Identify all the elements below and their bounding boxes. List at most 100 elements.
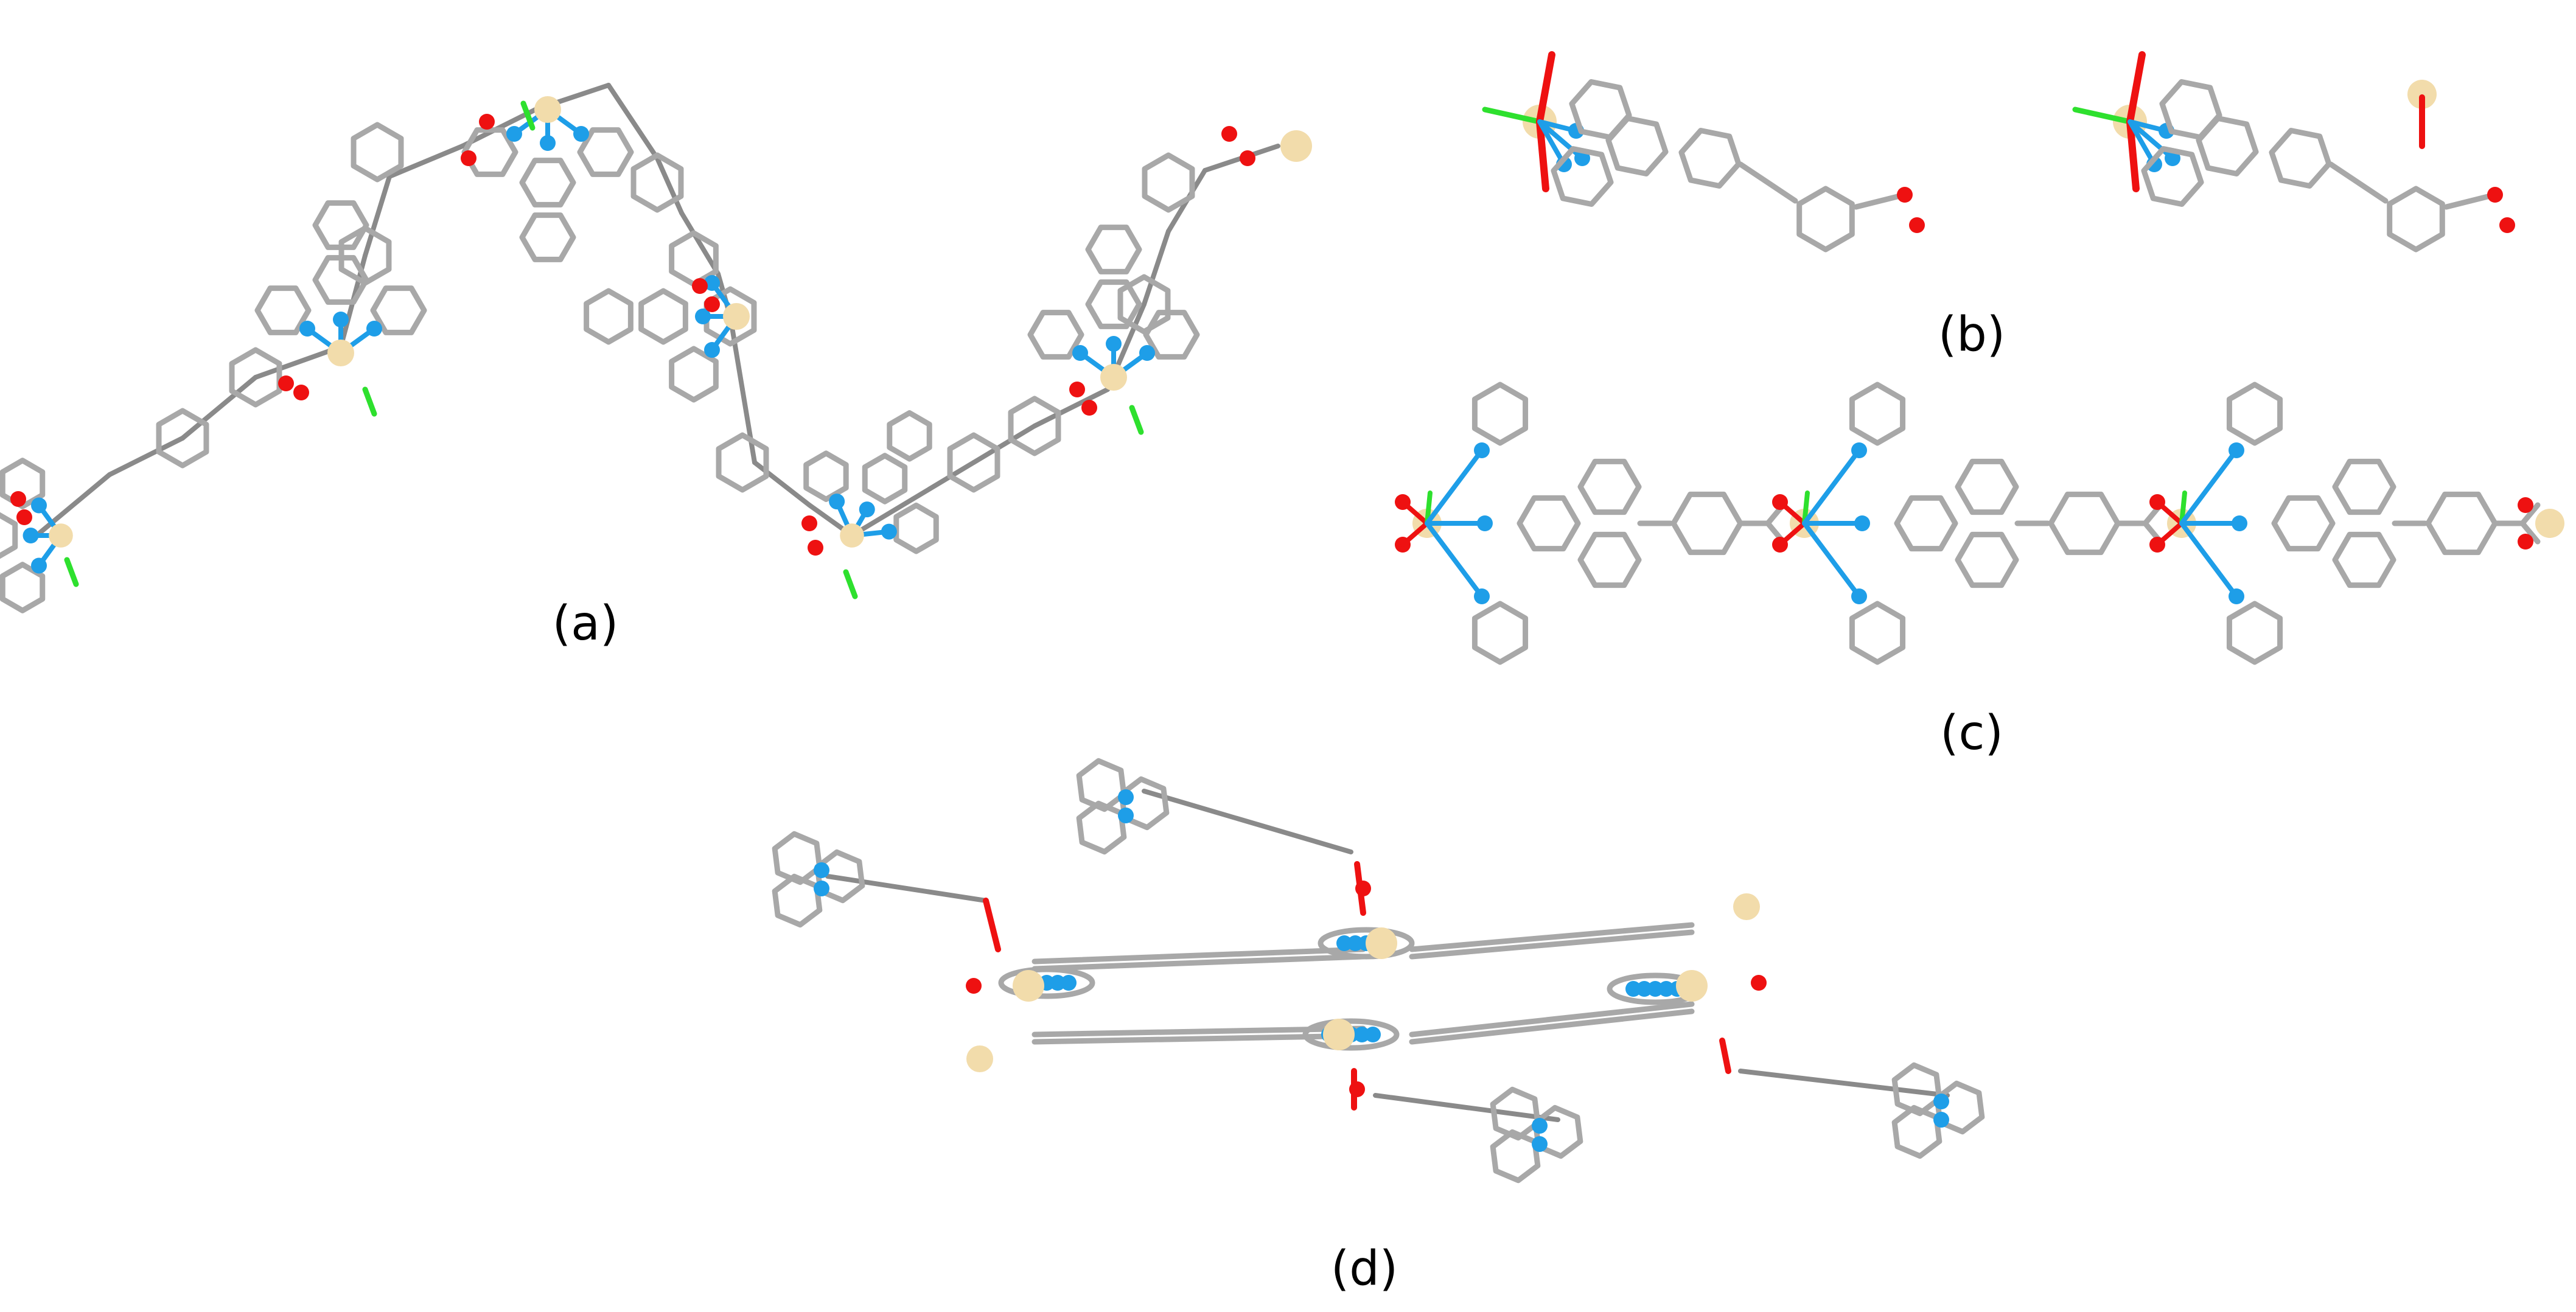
aromatic-ring <box>1490 1086 1541 1141</box>
aromatic-ring <box>351 122 404 183</box>
nitrogen-atom <box>2165 150 2180 166</box>
oxygen-atom <box>293 385 309 400</box>
oxygen-atom <box>16 509 32 525</box>
metal-atom <box>534 96 561 123</box>
metal-atom <box>840 523 864 548</box>
nitrogen-atom <box>506 126 522 142</box>
nitrogen-atom <box>1474 588 1490 604</box>
nitrogen-atom <box>1532 1118 1548 1134</box>
nitrogen-atom <box>31 497 47 514</box>
aromatic-ring <box>2048 491 2121 556</box>
bond <box>1719 1038 1731 1074</box>
metal-atom <box>327 340 354 366</box>
aromatic-ring <box>1849 601 1906 665</box>
bond <box>1778 500 1807 526</box>
aromatic-ring <box>1085 279 1142 329</box>
bond <box>2127 119 2157 167</box>
oxygen-atom <box>2518 534 2533 550</box>
oxygen-atom <box>1069 382 1085 397</box>
bond <box>1031 946 1366 965</box>
nitrogen-atom <box>881 523 897 540</box>
nitrogen-atom <box>299 321 315 337</box>
oxygen-atom <box>10 491 26 507</box>
bond <box>362 386 377 417</box>
oxygen-atom <box>1909 217 1925 233</box>
bond <box>34 472 112 538</box>
nitrogen-atom <box>540 135 556 151</box>
nitrogen-atom <box>1851 442 1867 458</box>
bond <box>825 874 988 903</box>
bond <box>1400 521 1429 547</box>
nitrogen-atom <box>1336 935 1352 951</box>
aromatic-ring <box>312 255 369 305</box>
panel-c-linear-chain <box>1395 382 2564 665</box>
aromatic-ring <box>2425 491 2498 556</box>
bond <box>1354 861 1366 916</box>
nitrogen-atom <box>704 275 720 291</box>
bond <box>655 156 684 215</box>
aromatic-ring <box>630 152 684 213</box>
aromatic-ring <box>1471 382 1529 446</box>
nitrogen-atom <box>1647 981 1663 997</box>
bond <box>1409 929 1695 960</box>
aromatic-ring <box>2269 127 2332 189</box>
aromatic-ring <box>947 432 1000 493</box>
aromatic-ring <box>862 453 908 504</box>
aromatic-ring <box>1891 1062 1942 1117</box>
aromatic-ring <box>1076 758 1127 812</box>
nitrogen-atom <box>1072 345 1088 361</box>
nitrogen-atom <box>1933 1094 1949 1109</box>
bond <box>679 211 721 276</box>
terpy-edge <box>998 966 1095 999</box>
panel-d-caption: (d) <box>1330 1241 1398 1296</box>
aromatic-ring <box>577 127 634 177</box>
panel-d-packing-view <box>772 758 1985 1184</box>
aromatic-ring <box>1577 531 1642 588</box>
aromatic-ring <box>584 288 634 345</box>
bond <box>1537 119 1566 167</box>
metal-atom <box>1280 130 1312 162</box>
bond <box>740 387 757 465</box>
aromatic-ring <box>2332 458 2396 515</box>
nitrogen-atom <box>1658 981 1674 997</box>
bond <box>2127 119 2175 161</box>
oxygen-atom <box>704 296 720 312</box>
bond <box>843 569 858 599</box>
aromatic-ring <box>1117 274 1171 335</box>
bond <box>387 144 465 179</box>
aromatic-ring <box>1955 458 2019 515</box>
bond <box>2179 490 2187 526</box>
nitrogen-atom <box>573 126 589 142</box>
bond <box>2179 448 2239 526</box>
metal-atom <box>1366 927 1397 959</box>
metal-atom <box>1013 970 1044 1002</box>
nitrogen-atom <box>1851 588 1867 604</box>
metal-atom <box>966 1045 993 1072</box>
bond <box>2126 118 2140 192</box>
bond <box>1482 106 1543 125</box>
bond <box>1738 1069 1950 1098</box>
bond <box>752 460 812 508</box>
bond <box>983 898 1001 952</box>
bond <box>2072 106 2133 125</box>
bond <box>2328 161 2389 204</box>
nitrogen-atom <box>333 312 349 327</box>
aromatic-ring <box>1577 458 1642 515</box>
aromatic-ring <box>716 432 769 493</box>
aromatic-ring <box>2226 382 2283 446</box>
nitrogen-atom <box>829 494 845 510</box>
nitrogen-atom <box>31 557 47 574</box>
bond <box>1409 922 1695 952</box>
aromatic-ring <box>312 200 369 250</box>
aromatic-ring <box>1849 382 1906 446</box>
aromatic-ring <box>156 408 209 469</box>
oxygen-atom <box>278 375 294 391</box>
aromatic-ring <box>2196 115 2259 177</box>
aromatic-ring <box>0 562 46 613</box>
bond <box>1129 405 1144 435</box>
nitrogen-atom <box>1574 150 1590 166</box>
aromatic-ring <box>0 458 46 509</box>
aromatic-ring <box>1551 145 1614 208</box>
bond <box>107 436 185 477</box>
aromatic-ring <box>1678 127 1742 189</box>
